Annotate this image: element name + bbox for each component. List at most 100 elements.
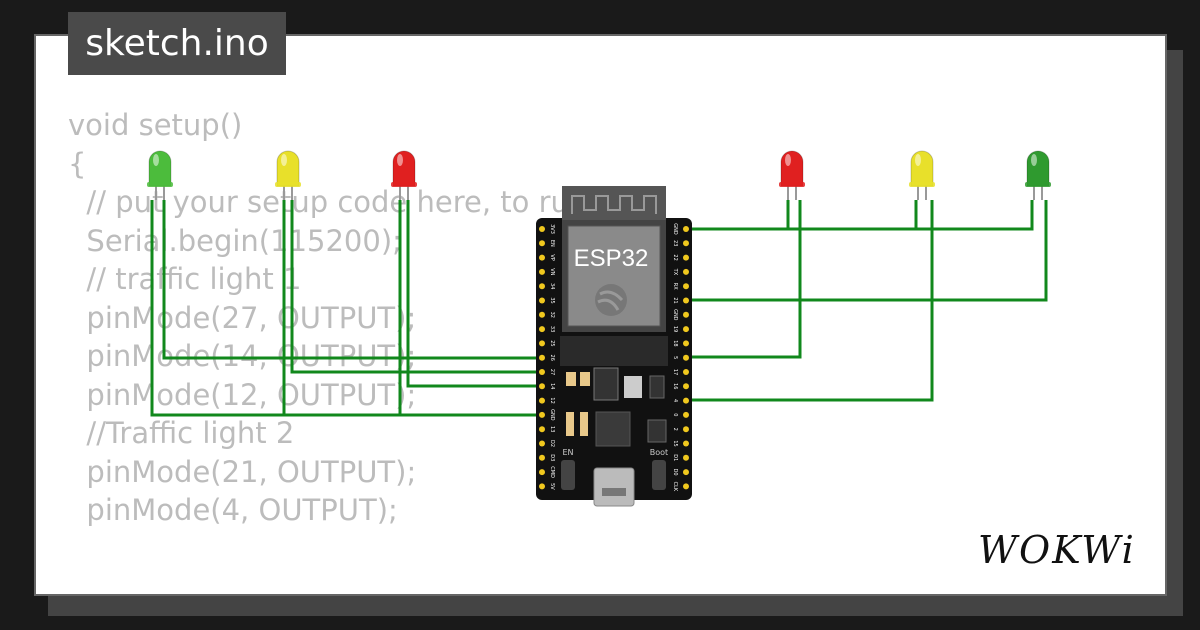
- pin-15[interactable]: [683, 440, 689, 447]
- pin-D3[interactable]: [539, 454, 545, 461]
- right-led-2[interactable]: [909, 150, 935, 200]
- pin-label: 13: [549, 426, 555, 432]
- smd-component: [649, 375, 665, 399]
- pin-label: CLK: [672, 482, 678, 492]
- pin-12[interactable]: [539, 397, 545, 404]
- smd-component: [580, 412, 588, 436]
- pin-5V[interactable]: [539, 483, 545, 490]
- led-body: [780, 150, 804, 187]
- pin-17[interactable]: [683, 369, 689, 375]
- code-line: pinMode(4, OUTPUT);: [68, 493, 398, 527]
- pin-D1[interactable]: [683, 454, 689, 461]
- smd-component: [580, 372, 590, 386]
- pin-D2[interactable]: [539, 440, 545, 447]
- micro-usb-port[interactable]: [593, 467, 635, 507]
- wire: [686, 200, 802, 359]
- pin-label: 22: [672, 254, 678, 260]
- led-rim: [147, 182, 173, 187]
- pin-34[interactable]: [539, 283, 545, 290]
- pin-label: 32: [549, 312, 555, 318]
- led-body: [148, 150, 172, 187]
- pin-5[interactable]: [683, 354, 689, 361]
- pin-25[interactable]: [539, 340, 545, 347]
- led-rim: [391, 182, 417, 187]
- esp32-board[interactable]: ESP32 EN Boot 3V3ENVPVN34353233252627141…: [536, 186, 692, 507]
- pin-4[interactable]: [683, 397, 689, 404]
- pin-GND[interactable]: [683, 226, 689, 232]
- pin-33[interactable]: [539, 326, 545, 333]
- smd-component: [566, 372, 576, 386]
- pin-3V3[interactable]: [539, 226, 545, 232]
- pin-16[interactable]: [683, 383, 689, 390]
- code-line: {: [68, 146, 87, 181]
- wire: [150, 200, 542, 417]
- pin-label: GND: [549, 409, 555, 421]
- pin-D0[interactable]: [683, 469, 689, 476]
- pin-26[interactable]: [539, 354, 545, 361]
- boot-button[interactable]: [652, 460, 666, 490]
- code-line: pinMode(27, OUTPUT);: [68, 300, 417, 335]
- led-rim: [909, 182, 935, 187]
- pin-22[interactable]: [683, 254, 689, 261]
- pin-label: EN: [549, 240, 555, 247]
- pin-label: TX: [672, 268, 678, 276]
- pin-35[interactable]: [539, 297, 545, 304]
- pin-label: 35: [549, 297, 555, 303]
- wire: [686, 200, 934, 402]
- pin-32[interactable]: [539, 311, 545, 318]
- pin-23[interactable]: [683, 240, 689, 247]
- left-led-2[interactable]: [275, 150, 301, 200]
- wire: [686, 200, 1048, 302]
- smd-component: [566, 412, 574, 436]
- pin-14[interactable]: [539, 383, 545, 390]
- pin-label: 4: [672, 399, 678, 402]
- right-led-3[interactable]: [1025, 150, 1051, 200]
- pin-label: 27: [549, 369, 555, 375]
- pin-VP[interactable]: [539, 254, 545, 261]
- antenna-trace: [571, 195, 657, 214]
- pin-label: 15: [672, 440, 678, 446]
- led-highlight: [281, 154, 287, 166]
- voltage-regulator: [593, 367, 619, 401]
- pin-label: D2: [549, 440, 555, 447]
- pin-18[interactable]: [683, 340, 689, 347]
- wokwi-logo: WOKWi: [978, 528, 1136, 572]
- pin-0[interactable]: [683, 411, 689, 418]
- left-led-1[interactable]: [147, 150, 173, 200]
- pin-21[interactable]: [683, 297, 689, 304]
- pin-CMD[interactable]: [539, 469, 545, 476]
- wires: [150, 200, 1048, 417]
- en-button[interactable]: [561, 460, 575, 490]
- pin-label: 14: [549, 383, 555, 389]
- pin-CLK[interactable]: [683, 483, 689, 490]
- pin-27[interactable]: [539, 369, 545, 375]
- code-line: //Traffic light 2: [68, 416, 295, 450]
- pin-2[interactable]: [683, 426, 689, 433]
- pin-EN[interactable]: [539, 240, 545, 247]
- pin-VN[interactable]: [539, 268, 545, 275]
- pin-label: VN: [549, 268, 555, 275]
- pin-GND[interactable]: [539, 411, 545, 418]
- pin-RX[interactable]: [683, 283, 689, 290]
- pin-GND[interactable]: [683, 311, 689, 318]
- led-highlight: [153, 154, 159, 166]
- pin-TX[interactable]: [683, 268, 689, 275]
- pin-label: 3V3: [549, 224, 555, 234]
- boot-button-label: Boot: [650, 448, 668, 457]
- pin-label: 0: [672, 413, 678, 416]
- code-line: pinMode(21, OUTPUT);: [68, 454, 417, 489]
- led-body: [276, 150, 300, 187]
- left-led-3[interactable]: [391, 150, 417, 200]
- led-highlight: [915, 154, 921, 166]
- pin-label: D1: [672, 454, 678, 461]
- led-indicator: [624, 376, 642, 398]
- led-rim: [275, 182, 301, 187]
- pin-label: 5V: [549, 483, 555, 490]
- code-line: pinMode(12, OUTPUT);: [68, 377, 417, 412]
- led-highlight: [397, 154, 403, 166]
- pin-19[interactable]: [683, 326, 689, 333]
- code-line: pinMode(14, OUTPUT);: [68, 339, 417, 373]
- right-led-1[interactable]: [779, 150, 805, 200]
- pin-13[interactable]: [539, 426, 545, 433]
- pin-label: 17: [672, 369, 678, 375]
